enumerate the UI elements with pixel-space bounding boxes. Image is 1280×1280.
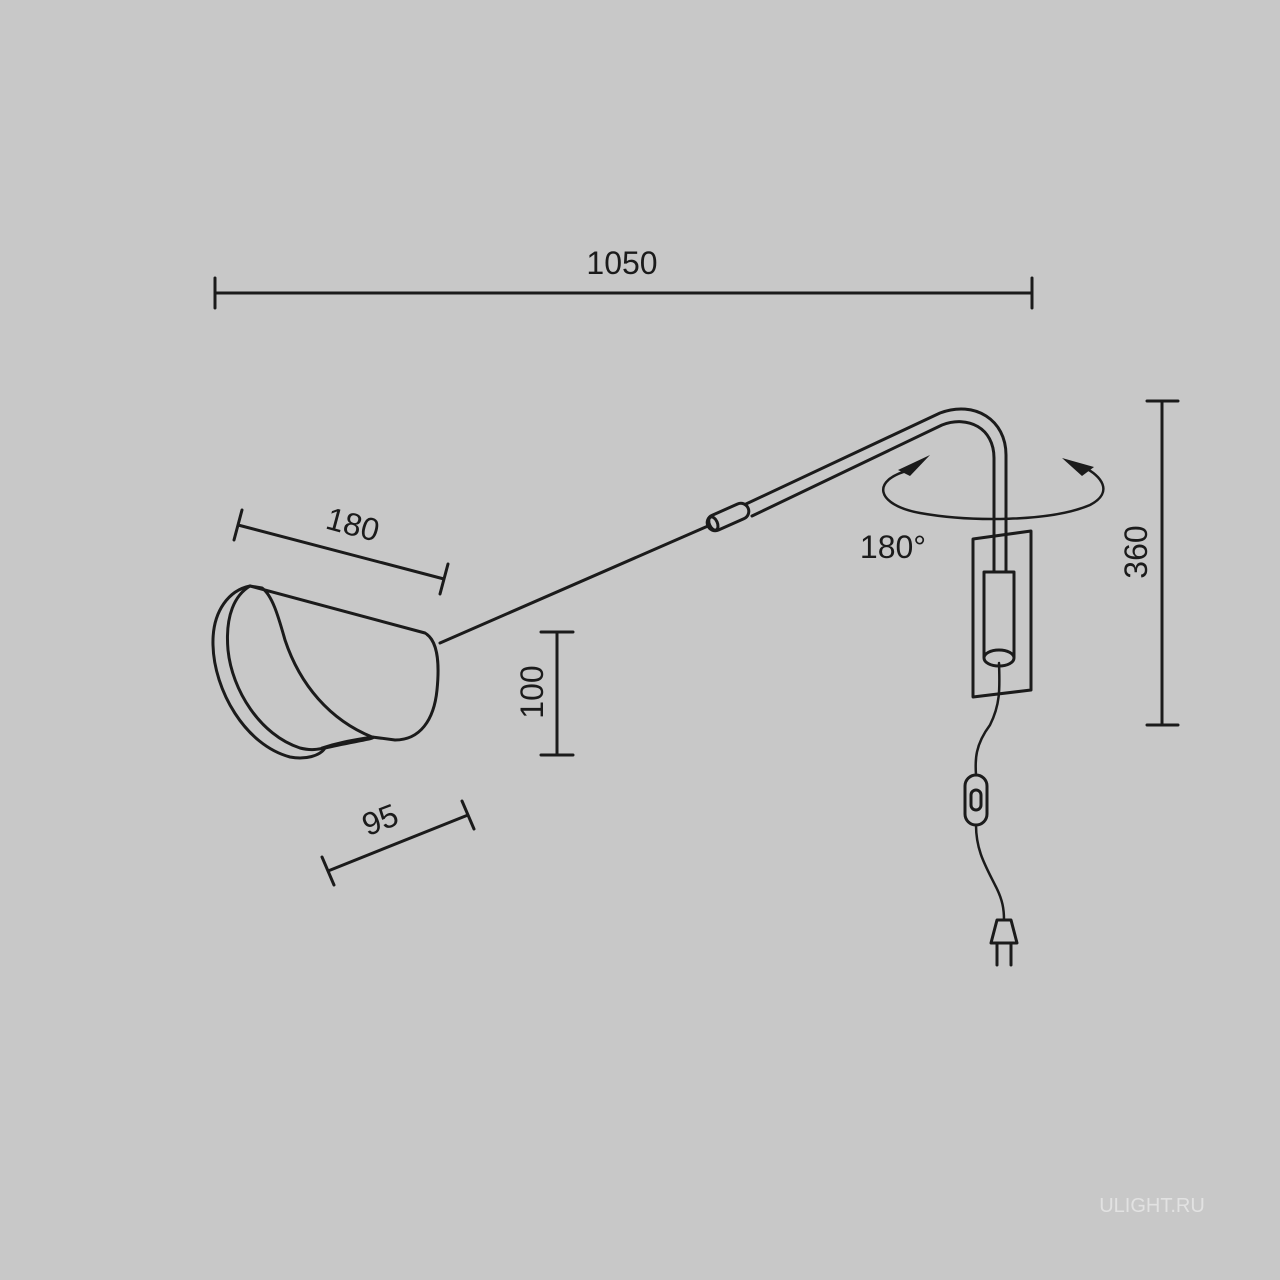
- dimension-shade-depth: 95: [320, 797, 476, 887]
- dimension-shade-length: 180: [232, 500, 450, 596]
- plug-icon: [989, 918, 1019, 945]
- rotation-indicator: 180°: [860, 455, 1105, 565]
- dimension-shade-height: 100: [514, 630, 575, 757]
- rotation-label: 180°: [860, 529, 926, 565]
- dimension-height-label: 360: [1118, 525, 1154, 578]
- arm-connector: [705, 501, 751, 533]
- dimension-shade-length-label: 180: [322, 500, 383, 549]
- dimension-length: 1050: [213, 245, 1034, 310]
- dimension-height: 360: [1118, 399, 1180, 727]
- dimension-length-label: 1050: [586, 245, 657, 281]
- dimension-shade-height-label: 100: [514, 665, 550, 718]
- arrow-right-icon: [1062, 458, 1094, 476]
- dimension-shade-depth-label: 95: [357, 797, 403, 843]
- arrow-left-icon: [898, 455, 930, 476]
- thin-arm: [438, 524, 710, 645]
- switch-icon: [963, 773, 989, 827]
- power-cord: [963, 661, 1019, 967]
- wall-plate: [971, 529, 1033, 699]
- lamp-shade: [211, 584, 440, 760]
- thick-arm: [744, 407, 1008, 574]
